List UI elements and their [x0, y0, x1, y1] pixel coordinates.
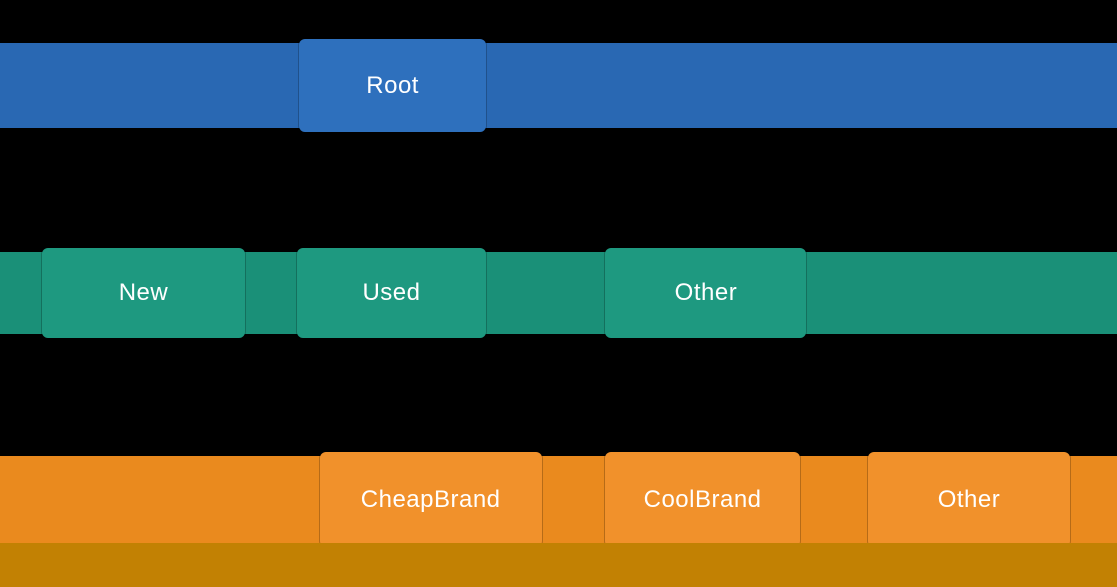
node-label: CoolBrand [643, 485, 762, 513]
node-l3-coolbrand[interactable]: CoolBrand [605, 452, 800, 547]
node-l3-cheapbrand[interactable]: CheapBrand [319, 452, 542, 547]
level-1-band [0, 43, 1117, 128]
node-l2-new[interactable]: New [42, 248, 245, 338]
node-l2-used[interactable]: Used [297, 248, 486, 338]
node-label: Other [937, 485, 1001, 513]
node-label: Root [366, 71, 419, 99]
node-l3-other[interactable]: Other [867, 452, 1071, 547]
node-l1-root[interactable]: Root [299, 39, 486, 132]
node-label: New [118, 279, 169, 306]
node-l2-other[interactable]: Other [605, 248, 807, 338]
level-4-band-partial [0, 543, 1117, 587]
node-label: CheapBrand [360, 485, 501, 513]
node-label: Other [674, 279, 738, 306]
node-label: Used [362, 279, 421, 306]
